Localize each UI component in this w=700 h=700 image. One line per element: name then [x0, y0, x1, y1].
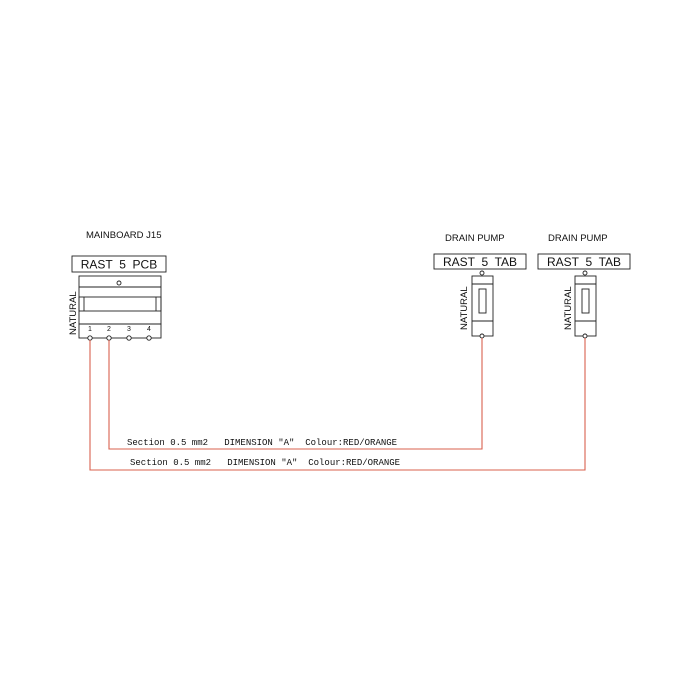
pin-label-2: 2	[107, 326, 111, 333]
drain-pump-right-group: DRAIN PUMP RAST 5 TAB NATURAL	[537, 233, 631, 339]
drain-pump-left-housing	[471, 275, 494, 337]
pin-4-terminal	[146, 335, 152, 341]
mainboard-slot	[78, 296, 162, 312]
wires: Section 0.5 mm2 DIMENSION "A" Colour:RED…	[89, 338, 586, 471]
drain-pump-right-latch	[582, 270, 588, 276]
mainboard-pins: 1 2 3 4	[87, 326, 152, 341]
drain-pump-right-connector-label: RAST 5 TAB	[547, 255, 621, 269]
drain-pump-left-label-frame	[433, 253, 527, 270]
pin-label-1: 1	[88, 326, 92, 333]
mainboard-connector-body	[78, 275, 162, 339]
drain-pump-left-connector-label: RAST 5 TAB	[443, 255, 517, 269]
drain-pump-right-slot	[581, 288, 590, 314]
pin-2-terminal	[106, 335, 112, 341]
wire-pin2-to-left-pump	[108, 338, 483, 450]
drain-pump-left-latch	[479, 270, 485, 276]
drain-pump-right-label-frame	[537, 253, 631, 270]
pin-label-4: 4	[147, 326, 151, 333]
drain-pump-left-terminal	[479, 333, 485, 339]
mainboard-side-label: NATURAL	[68, 291, 79, 335]
drain-pump-left-group: DRAIN PUMP RAST 5 TAB NATURAL	[433, 233, 527, 339]
mainboard-connector-label-box: RAST 5 PCB	[71, 255, 167, 286]
mainboard-connector-label: RAST 5 PCB	[81, 258, 157, 272]
drain-pump-right-title: DRAIN PUMP	[548, 233, 608, 244]
mainboard-label-frame	[71, 255, 167, 273]
wire-label-2: Section 0.5 mm2 DIMENSION "A" Colour:RED…	[130, 458, 400, 468]
mainboard-title: MAINBOARD J15	[86, 230, 162, 241]
drain-pump-right-side-label: NATURAL	[563, 286, 574, 330]
wire-label-1: Section 0.5 mm2 DIMENSION "A" Colour:RED…	[127, 438, 397, 448]
mainboard-latch	[116, 280, 122, 286]
pin-label-3: 3	[127, 326, 131, 333]
drain-pump-right-housing	[574, 275, 597, 337]
mainboard-pin-row	[78, 323, 162, 339]
drain-pump-left-slot	[478, 288, 487, 314]
mainboard-group: MAINBOARD J15 RAST 5 PCB NATURAL 1 2 3 4	[68, 230, 167, 341]
drain-pump-left-title: DRAIN PUMP	[445, 233, 505, 244]
pin-1-terminal	[87, 335, 93, 341]
wire-pin1-to-right-pump	[89, 338, 586, 471]
pin-3-terminal	[126, 335, 132, 341]
drain-pump-right-terminal	[582, 333, 588, 339]
drain-pump-left-side-label: NATURAL	[459, 286, 470, 330]
